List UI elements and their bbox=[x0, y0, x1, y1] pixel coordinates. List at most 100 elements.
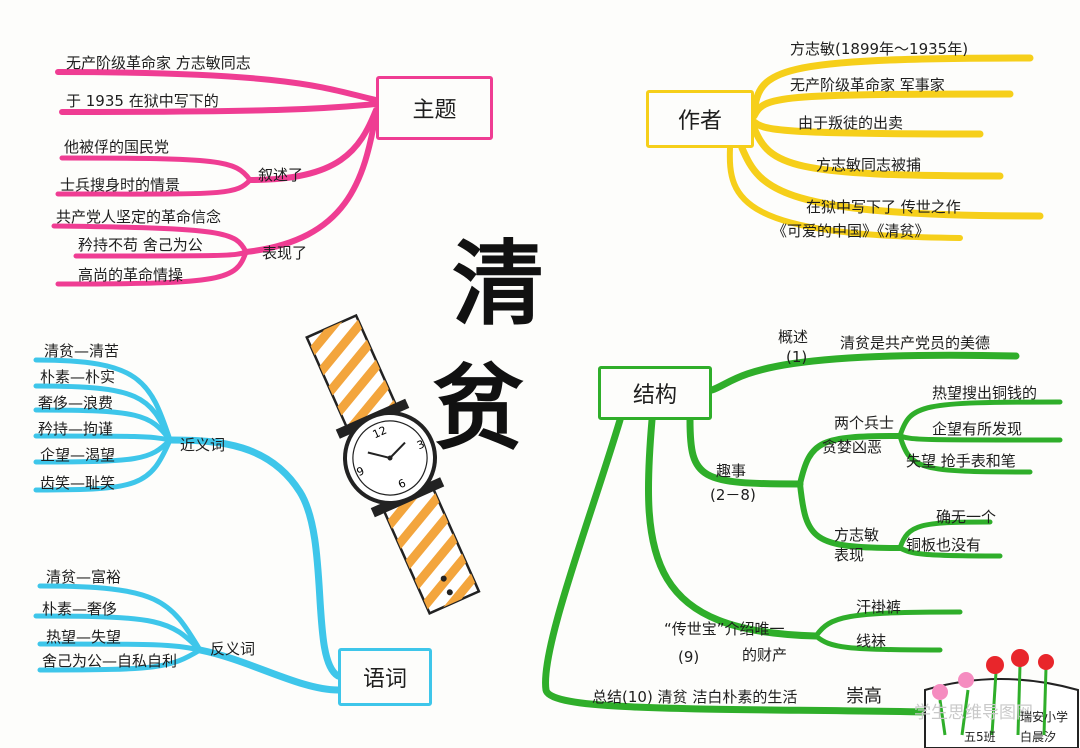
overview-text: 清贫是共产党员的美德 bbox=[840, 334, 991, 352]
words-branch-antonyms bbox=[196, 646, 342, 694]
structure-branch-summary bbox=[542, 416, 934, 716]
soldiers-item-link-3 bbox=[897, 433, 1033, 475]
theme-branch-line-2 bbox=[59, 101, 379, 115]
soldiers-label-2: 贪婪凶恶 bbox=[822, 438, 883, 456]
theme-show-label: 表现了 bbox=[262, 244, 308, 262]
signature-name: 白晨汐 bbox=[1020, 730, 1057, 744]
theme-line-1: 无产阶级革命家 方志敏同志 bbox=[66, 54, 251, 72]
author-line-3: 由于叛徒的出卖 bbox=[798, 114, 904, 132]
theme-narrate-item-2: 士兵搜身时的情景 bbox=[60, 176, 181, 194]
soldiers-item-3: 失望 抢手表和笔 bbox=[906, 452, 1016, 470]
theme-show-item-2: 矜持不苟 舍己为公 bbox=[78, 236, 203, 254]
theme-branch-show-item-1 bbox=[51, 223, 249, 255]
title-char-qing: 清 bbox=[452, 230, 545, 338]
signature-school: 瑞安小学 bbox=[1020, 710, 1069, 724]
synonym-link-2 bbox=[33, 383, 173, 443]
summary-label: 总结(10) 清贫 洁白朴素的生活 bbox=[592, 688, 798, 706]
author-line-5: 在狱中写下了 传世之作 bbox=[806, 198, 961, 216]
watermark: 学生思维导图网 bbox=[914, 703, 1033, 723]
antonym-item-3: 热望—失望 bbox=[46, 628, 122, 646]
structure-box: 结构 bbox=[598, 366, 712, 420]
synonym-link-3 bbox=[33, 407, 173, 443]
antonym-link-1 bbox=[37, 583, 203, 653]
watch-illustration: 12 3 6 9 bbox=[305, 313, 481, 615]
antonym-link-2 bbox=[33, 613, 203, 653]
summary-value: 崇高 bbox=[846, 686, 882, 707]
theme-branch-show-item-2 bbox=[73, 249, 249, 259]
theme-branch-show-item-3 bbox=[55, 249, 249, 287]
author-branch-3 bbox=[750, 118, 984, 138]
treasure-item-link-2 bbox=[813, 633, 943, 653]
antonym-link-3 bbox=[37, 641, 203, 653]
soldiers-label: 两个兵士 bbox=[834, 414, 895, 432]
words-box: 语词 bbox=[338, 648, 432, 706]
structure-branch-overview bbox=[708, 351, 1020, 394]
fang-label-2: 表现 bbox=[834, 546, 865, 564]
synonym-item-6: 齿笑—耻笑 bbox=[40, 474, 116, 492]
synonym-item-2: 朴素—朴实 bbox=[40, 368, 116, 386]
svg-text:12: 12 bbox=[371, 424, 389, 442]
treasure-label-2: 的财产 bbox=[742, 646, 788, 664]
treasure-item-link-1 bbox=[813, 609, 963, 639]
theme-show-item-3: 高尚的革命情操 bbox=[78, 266, 184, 284]
structure-branch-story bbox=[686, 416, 804, 488]
treasure-label: “传世宝”介绍唯一 bbox=[664, 620, 785, 638]
overview-label: 概述 bbox=[778, 328, 809, 346]
synonym-link-1 bbox=[33, 357, 173, 443]
treasure-item-2: 线袜 bbox=[856, 632, 887, 650]
author-line-4: 方志敏同志被捕 bbox=[816, 156, 922, 174]
fang-item-1: 确无一个 bbox=[936, 508, 997, 526]
title-char-pin: 贫 bbox=[432, 354, 525, 462]
story-label: 趣事 bbox=[716, 462, 747, 480]
synonym-item-3: 奢侈—浪费 bbox=[38, 394, 114, 412]
synonym-link-6 bbox=[33, 437, 173, 493]
soldiers-item-link-2 bbox=[897, 433, 1063, 443]
antonym-item-4: 舍己为公—自私自利 bbox=[42, 652, 178, 670]
soldiers-item-2: 企望有所发现 bbox=[932, 420, 1023, 438]
antonym-item-1: 清贫—富裕 bbox=[46, 568, 122, 586]
fang-item-link-1 bbox=[897, 519, 993, 551]
author-branch-4 bbox=[750, 124, 1004, 180]
author-line-6: 《可爱的中国》《清贫》 bbox=[772, 222, 930, 240]
author-line-2: 无产阶级革命家 军事家 bbox=[790, 76, 945, 94]
theme-box: 主题 bbox=[376, 76, 493, 140]
theme-branch-show bbox=[243, 111, 379, 255]
soldiers-item-link-1 bbox=[897, 399, 1063, 439]
theme-narrate-item-1: 他被俘的国民党 bbox=[64, 138, 170, 156]
story-branch-fang bbox=[797, 481, 903, 551]
theme-branch-narrate-item-2 bbox=[55, 177, 253, 197]
overview-sub: (1) bbox=[786, 348, 808, 366]
svg-text:9: 9 bbox=[355, 464, 367, 479]
theme-show-item-1: 共产党人坚定的革命信念 bbox=[56, 208, 222, 226]
synonym-item-1: 清贫—清苦 bbox=[44, 342, 120, 360]
theme-line-2: 于 1935 在狱中写下的 bbox=[66, 92, 219, 110]
words-branch-main bbox=[166, 436, 342, 680]
synonyms-label: 近义词 bbox=[180, 436, 226, 454]
antonyms-label: 反义词 bbox=[210, 640, 256, 658]
theme-branch-narrate bbox=[247, 107, 379, 183]
treasure-sub: (9) bbox=[678, 648, 700, 666]
fang-item-link-2 bbox=[897, 545, 1003, 559]
theme-narrate-label: 叙述了 bbox=[258, 166, 304, 184]
story-branch-soldiers bbox=[797, 433, 903, 487]
story-sub: (2－8) bbox=[710, 486, 756, 504]
signature-class: 五5班 bbox=[964, 730, 996, 744]
author-line-1: 方志敏(1899年～1935年) bbox=[790, 40, 969, 58]
fang-label: 方志敏 bbox=[834, 526, 880, 544]
fang-item-2: 铜板也没有 bbox=[906, 536, 982, 554]
theme-branch-line-1 bbox=[55, 69, 379, 103]
flower-decoration bbox=[924, 649, 1079, 748]
author-branch-5 bbox=[738, 144, 1044, 220]
synonym-item-5: 企望—渴望 bbox=[40, 446, 116, 464]
treasure-item-1: 汗褂裤 bbox=[856, 598, 902, 616]
theme-branch-narrate-item-1 bbox=[59, 155, 253, 183]
author-branch-1 bbox=[750, 54, 1034, 116]
antonym-link-4 bbox=[37, 647, 203, 673]
author-branch-2 bbox=[750, 90, 1014, 120]
svg-text:3: 3 bbox=[415, 437, 427, 452]
author-box: 作者 bbox=[646, 90, 754, 148]
soldiers-item-1: 热望搜出铜钱的 bbox=[932, 384, 1038, 402]
synonym-link-4 bbox=[33, 433, 173, 443]
svg-text:6: 6 bbox=[396, 476, 408, 491]
